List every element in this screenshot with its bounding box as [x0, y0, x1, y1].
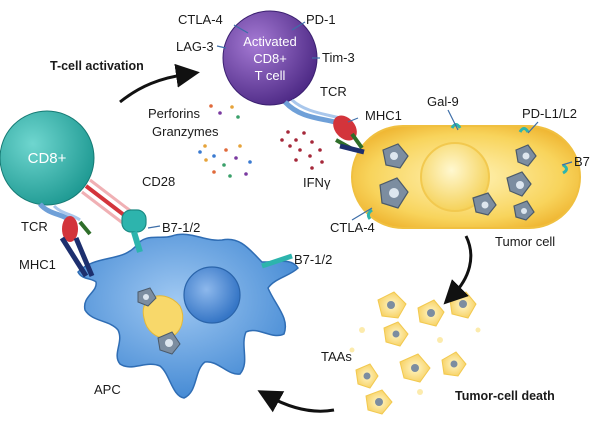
- tumor-antigen-vesicles: [379, 143, 537, 221]
- tumor-nucleus: [420, 142, 490, 212]
- label-tcr-top: TCR: [320, 84, 347, 99]
- apc-b7-right: [261, 253, 293, 269]
- naive-tcell: CD8+: [0, 110, 95, 206]
- label-ifn-gamma: IFNγ: [303, 175, 331, 190]
- perforin-granzyme-dots: [198, 104, 252, 178]
- apc-nucleus: [183, 266, 241, 324]
- activated-tcr-complex: [283, 98, 365, 155]
- activated-tcell-leader-lines: [216, 21, 320, 59]
- label-mhc1-left: MHC1: [19, 257, 56, 272]
- label-b7-tumor: B7: [574, 154, 590, 169]
- label-gal9: Gal-9: [427, 94, 459, 109]
- label-lag3: LAG-3: [176, 39, 214, 54]
- label-tumor-cell: Tumor cell: [495, 234, 555, 249]
- activated-tcell-label-2: CD8+: [253, 51, 287, 66]
- label-b7-left: B7-1/2: [162, 220, 200, 235]
- label-pd1: PD-1: [306, 12, 336, 27]
- label-apc: APC: [94, 382, 121, 397]
- ctla4-leader: [351, 207, 373, 221]
- label-tcr-left: TCR: [21, 219, 48, 234]
- label-t-cell-activation: T-cell activation: [50, 59, 144, 73]
- label-cd28: CD28: [142, 174, 175, 189]
- label-pd-l1-l2: PD-L1/L2: [522, 106, 577, 121]
- tumor-surface-ligands: [366, 123, 568, 220]
- tumor-fragments: [349, 291, 481, 415]
- label-tumor-cell-death: Tumor-cell death: [455, 389, 555, 403]
- label-tim3: Tim-3: [322, 50, 355, 65]
- apc-cell: [77, 233, 299, 399]
- leader-lines: [147, 109, 573, 229]
- activated-tcell-label-3: T cell: [255, 68, 286, 83]
- death-to-apc-arrow: [257, 390, 335, 413]
- ifn-gamma-dots: [280, 130, 324, 170]
- label-granzymes: Granzymes: [152, 124, 219, 139]
- naive-tcell-label: CD8+: [28, 150, 67, 167]
- label-ctla4-top: CTLA-4: [178, 12, 223, 27]
- label-b7-right: B7-1/2: [294, 252, 332, 267]
- left-tcr-complex: [38, 202, 95, 278]
- activated-tcell-label-1: Activated: [243, 34, 296, 49]
- label-ctla4-mid: CTLA-4: [330, 220, 375, 235]
- label-mhc1-top: MHC1: [365, 108, 402, 123]
- costimulation-complex: [81, 178, 147, 253]
- activated-tcell: Activated CD8+ T cell: [222, 10, 318, 106]
- label-perforins: Perforins: [148, 106, 201, 121]
- label-taas: TAAs: [321, 349, 352, 364]
- tumor-cell: [351, 123, 581, 229]
- tumor-to-death-arrow: [443, 235, 473, 305]
- activation-arrow: [119, 63, 200, 104]
